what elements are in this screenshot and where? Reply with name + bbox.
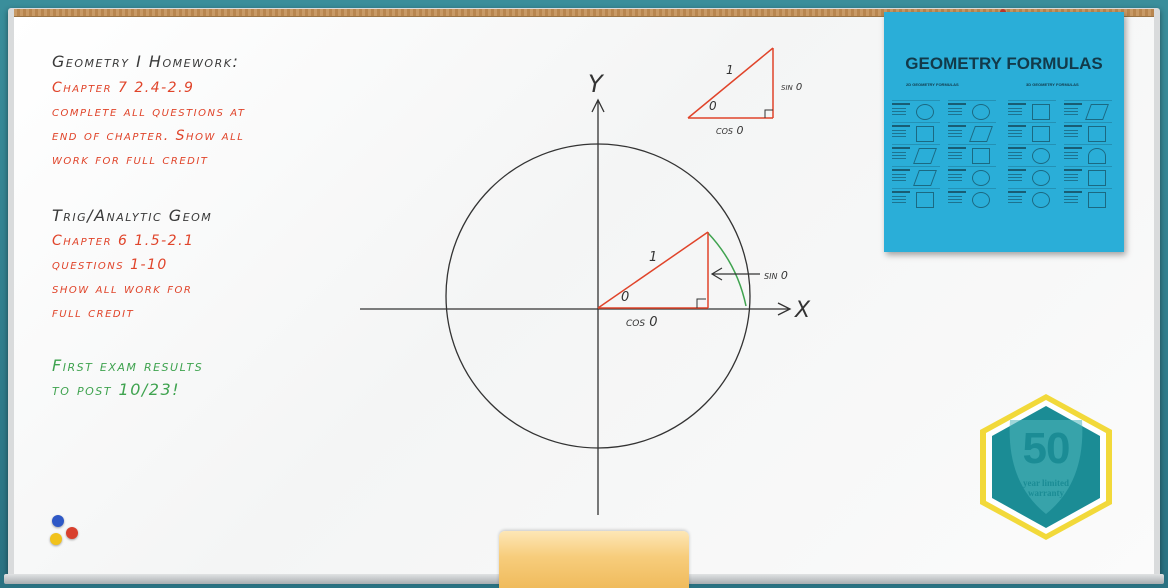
geometry-instructions-line2: end of chapter. Show all: [52, 128, 245, 144]
unit-circle: [445, 143, 751, 449]
theta-label: 0: [621, 290, 629, 305]
formula-cell: [892, 122, 940, 145]
trig-instructions-line2: show all work for: [52, 281, 193, 297]
small-cos-label: cos 0: [716, 124, 743, 137]
trig-chapter-line: Chapter 6 1.5-2.1: [52, 233, 195, 249]
formula-cell: [1064, 144, 1112, 167]
formula-cell: [1008, 166, 1056, 189]
yellow-magnet[interactable]: [50, 533, 62, 545]
formula-cell: [892, 144, 940, 167]
hexagon-badge-icon: [980, 394, 1112, 540]
right-angle-mark: [696, 298, 706, 308]
arc-highlight: [707, 232, 747, 307]
trig-instructions-line1: questions 1-10: [52, 257, 168, 273]
small-theta-label: 0: [709, 99, 717, 113]
formula-cell: [1008, 144, 1056, 167]
trig-instructions-line3: full credit: [52, 305, 135, 321]
formula-cell: [1064, 188, 1112, 211]
formula-cell: [948, 166, 996, 189]
sin-label: sin 0: [764, 269, 788, 282]
x-axis-arrow-icon: [777, 302, 792, 316]
red-magnet[interactable]: [66, 527, 78, 539]
formula-grid: [892, 100, 1116, 230]
formula-cell: [948, 188, 996, 211]
warranty-years: 50: [1022, 424, 1071, 473]
red-triangle: [597, 231, 709, 309]
formula-cell: [1008, 188, 1056, 211]
cos-label: cos 0: [626, 315, 657, 330]
small-red-triangle: [687, 47, 774, 119]
warranty-text: year limited warranty: [1022, 478, 1070, 498]
eraser-block[interactable]: [499, 531, 689, 588]
formula-cell: [948, 144, 996, 167]
formula-cell: [1064, 166, 1112, 189]
geometry-chapter-line: Chapter 7 2.4-2.9: [52, 80, 195, 96]
sin-pointer-arrow-icon: [710, 267, 760, 281]
small-right-angle-mark: [764, 109, 773, 118]
formula-cell: [892, 166, 940, 189]
geometry-formulas-poster: GEOMETRY FORMULAS 2D GEOMETRY FORMULAS 3…: [884, 12, 1124, 252]
trig-heading: Trig/Analytic Geom: [52, 206, 213, 225]
geometry-homework-heading: Geometry I Homework:: [52, 52, 240, 71]
geometry-instructions-line1: complete all questions at: [52, 104, 246, 120]
poster-title: GEOMETRY FORMULAS: [905, 54, 1103, 73]
y-axis-arrow-icon: [591, 98, 605, 113]
small-sin-label: sin 0: [781, 82, 802, 93]
formula-cell: [1064, 100, 1112, 123]
formula-cell: [1008, 122, 1056, 145]
poster-right-subtitle: 3D GEOMETRY FORMULAS: [1026, 82, 1079, 87]
exam-results-line2: to post 10/23!: [52, 380, 181, 399]
geometry-instructions-line3: work for full credit: [52, 152, 209, 168]
map-rail: [14, 9, 1154, 17]
x-axis-label: X: [794, 298, 811, 323]
y-axis-label: Y: [588, 70, 605, 98]
small-hypotenuse-label: 1: [726, 63, 734, 77]
warranty-badge: 50 year limited warranty: [976, 392, 1116, 542]
formula-cell: [948, 100, 996, 123]
formula-cell: [948, 122, 996, 145]
poster-left-subtitle: 2D GEOMETRY FORMULAS: [906, 82, 959, 87]
formula-cell: [892, 188, 940, 211]
blue-magnet[interactable]: [52, 515, 64, 527]
formula-cell: [1008, 100, 1056, 123]
formula-cell: [1064, 122, 1112, 145]
exam-results-line1: First exam results: [52, 356, 204, 375]
formula-cell: [892, 100, 940, 123]
hypotenuse-label: 1: [649, 250, 657, 265]
